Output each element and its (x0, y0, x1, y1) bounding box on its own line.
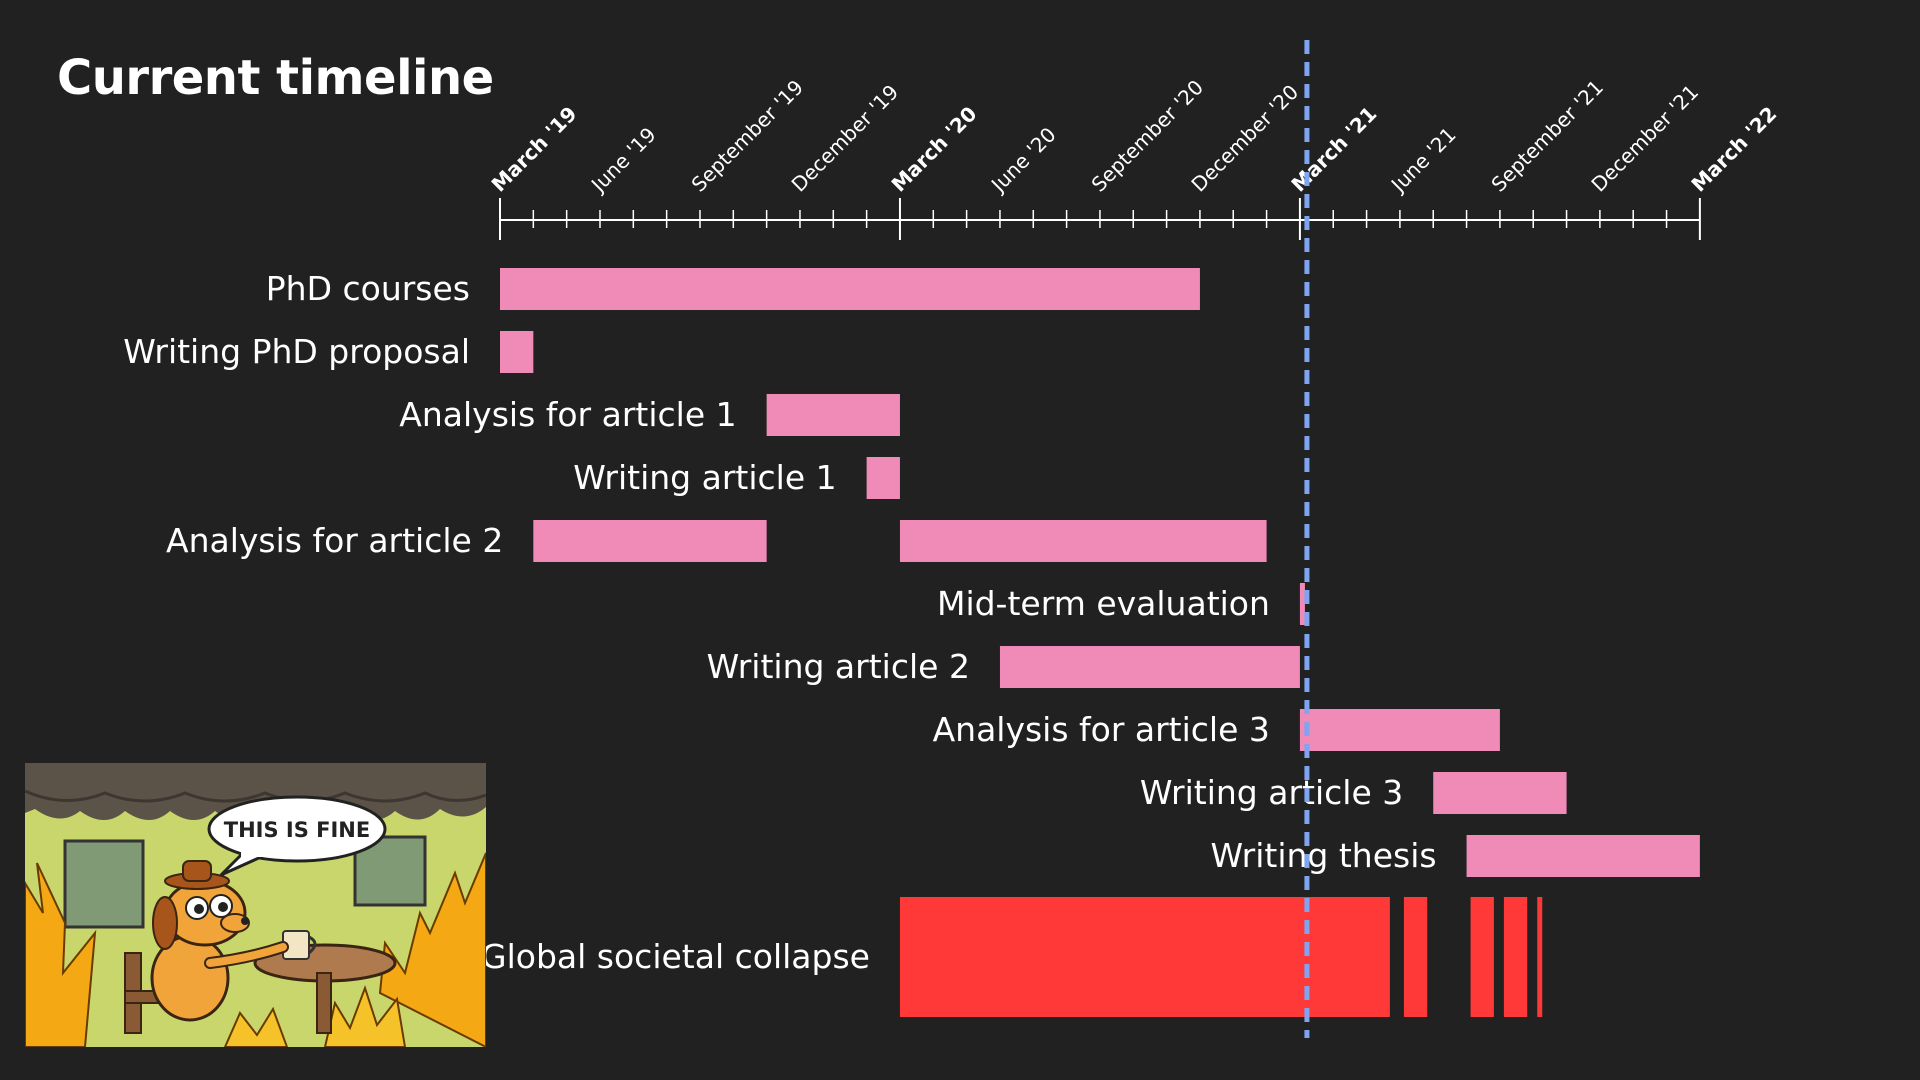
task-label: Mid-term evaluation (937, 584, 1270, 623)
task-label: Writing thesis (1211, 836, 1437, 875)
tick-label: June '19 (585, 122, 661, 198)
page-title: Current timeline (57, 50, 494, 106)
gantt-bar (899, 520, 1267, 562)
gantt-bar (1433, 772, 1567, 814)
gantt-bar (1403, 897, 1428, 1017)
task-label: Writing article 3 (1140, 773, 1403, 812)
tick-label: March '19 (487, 102, 582, 197)
task-label: Writing PhD proposal (123, 332, 470, 371)
gantt-bar (1470, 897, 1494, 1017)
task-label: Analysis for article 1 (399, 395, 736, 434)
gantt-bar (766, 394, 900, 436)
gantt-bar (1299, 583, 1305, 625)
gantt-bar (1299, 709, 1500, 751)
task-label: Writing article 2 (707, 647, 970, 686)
gantt-bar (533, 520, 767, 562)
tick-label: June '21 (1385, 122, 1461, 198)
this-is-fine-meme-image: THIS IS FINE (25, 763, 486, 1047)
meme-caption: THIS IS FINE (224, 818, 370, 842)
task-label: PhD courses (266, 269, 470, 308)
gantt-bar (866, 457, 900, 499)
tick-label: March '21 (1286, 102, 1381, 197)
task-label: Analysis for article 2 (166, 521, 503, 560)
gantt-bar (1466, 835, 1700, 877)
task-label: Writing article 1 (573, 458, 836, 497)
tick-label: June '20 (985, 122, 1061, 198)
gantt-bar (999, 646, 1300, 688)
task-label: Global societal collapse (481, 937, 870, 976)
task-label: Analysis for article 3 (933, 710, 1270, 749)
gantt-bar (500, 268, 1200, 310)
tick-label: March '22 (1686, 102, 1781, 197)
gantt-bar (1503, 897, 1528, 1017)
gantt-bar (1537, 897, 1543, 1017)
gantt-bar (500, 331, 534, 373)
gantt-bar (899, 897, 1390, 1017)
tick-label: March '20 (887, 102, 982, 197)
